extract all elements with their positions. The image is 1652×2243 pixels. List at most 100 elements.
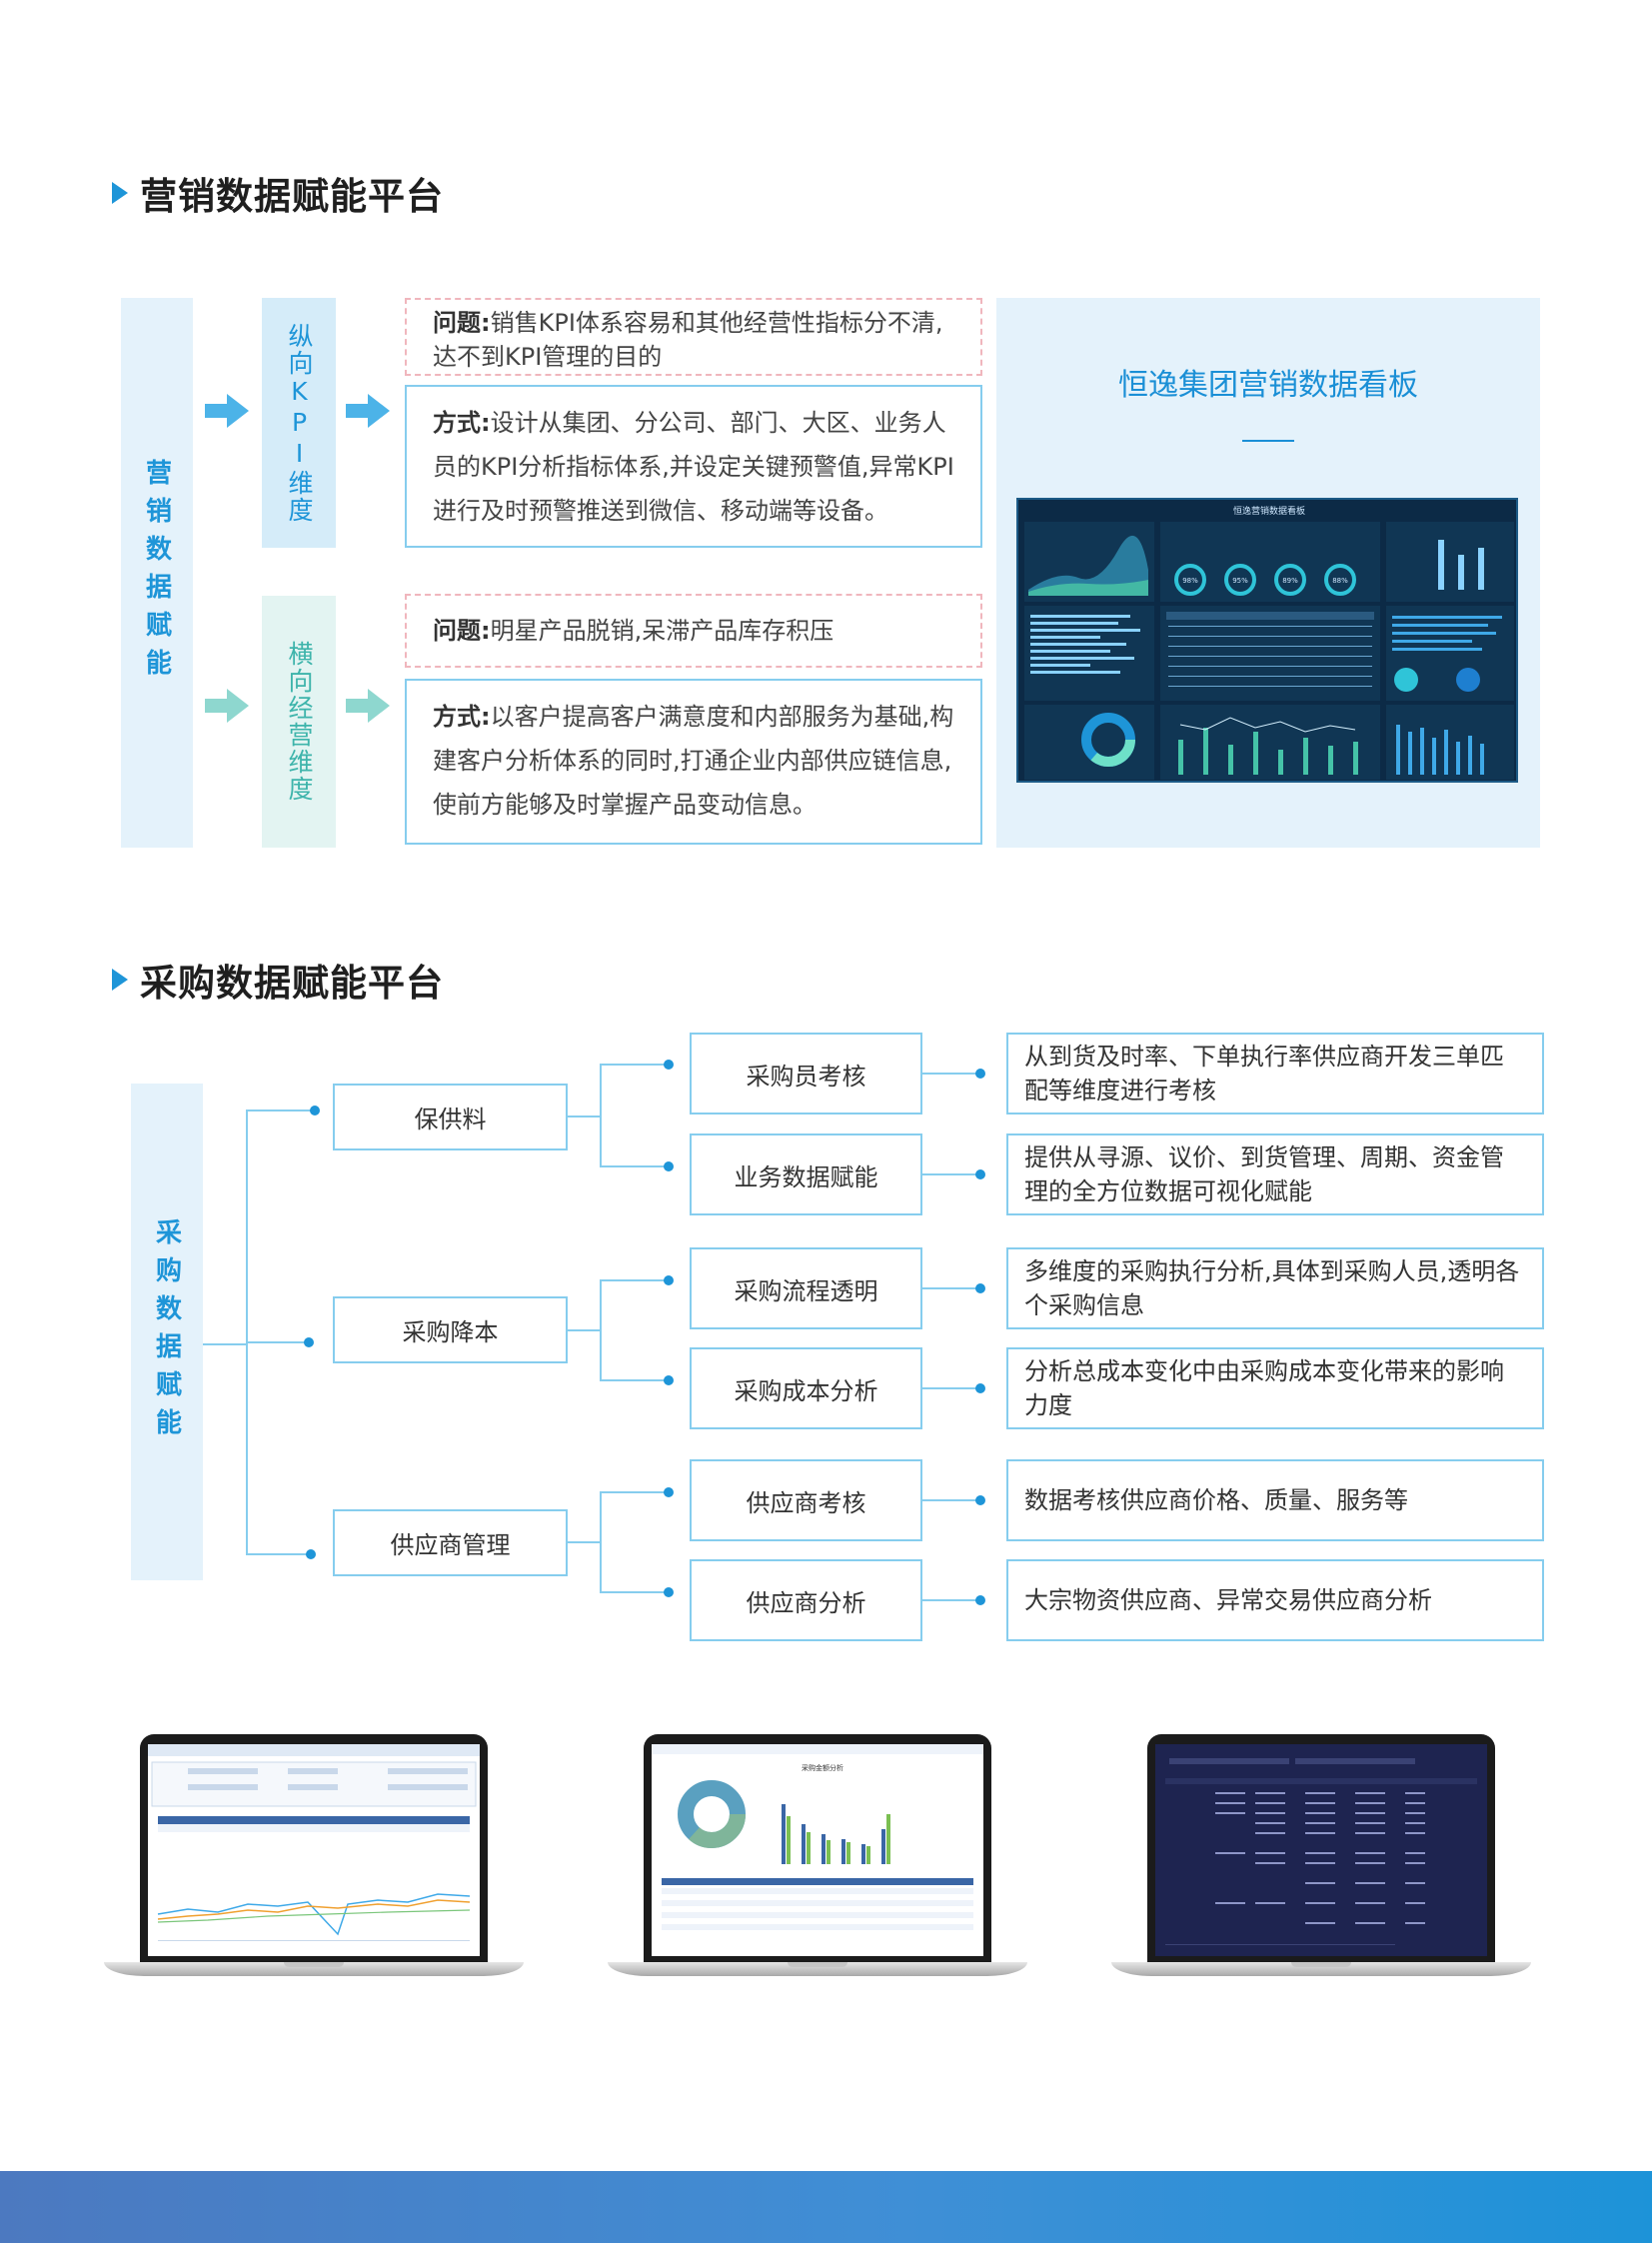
vertical-kpi-label: 纵向KPI维度 bbox=[262, 298, 336, 548]
connector-line bbox=[600, 1491, 602, 1593]
triangle-bullet-icon bbox=[112, 969, 128, 991]
connector-dot bbox=[664, 1275, 674, 1285]
item-label: 采购流程透明 bbox=[734, 1276, 878, 1305]
problem-label: 问题: bbox=[433, 617, 491, 645]
connector-line bbox=[922, 1287, 977, 1289]
group-label: 保供料 bbox=[414, 1106, 487, 1133]
group-baogongliao: 保供料 bbox=[333, 1084, 568, 1150]
group-supplier-management: 供应商管理 bbox=[333, 1509, 568, 1576]
dashboard-screenshot: 恒逸营销数据看板 98% 95% bbox=[1016, 498, 1518, 783]
desc-cost-analysis: 分析总成本变化中由采购成本变化带来的影响力度 bbox=[1006, 1347, 1544, 1429]
connector-dot bbox=[975, 1595, 985, 1605]
connector-line bbox=[600, 1491, 670, 1493]
horizontal-method-text: 以客户提高客户满意度和内部服务为基础,构建客户分析体系的同时,打通企业内部供应链… bbox=[433, 703, 954, 819]
procurement-section-title: 采购数据赋能平台 bbox=[112, 953, 444, 1007]
marketing-side-label: 营销数据赋能 bbox=[121, 298, 193, 848]
connector-line bbox=[922, 1387, 977, 1389]
connector-line bbox=[246, 1110, 248, 1554]
connector-dot bbox=[310, 1106, 320, 1116]
laptop-right bbox=[1111, 1734, 1531, 1984]
connector-dot bbox=[664, 1060, 674, 1070]
laptop-screen bbox=[148, 1744, 480, 1956]
horizontal-problem-box: 问题:明星产品脱销,呆滞产品库存积压 bbox=[405, 594, 982, 668]
desc-text: 大宗物资供应商、异常交易供应商分析 bbox=[1024, 1586, 1432, 1614]
arrow-right-icon bbox=[346, 394, 390, 428]
connector-dot bbox=[975, 1283, 985, 1293]
connector-dot bbox=[975, 1495, 985, 1505]
desc-text: 从到货及时率、下单执行率供应商开发三单匹配等维度进行考核 bbox=[1024, 1043, 1504, 1105]
desc-text: 数据考核供应商价格、质量、服务等 bbox=[1024, 1486, 1408, 1514]
item-business-data: 业务数据赋能 bbox=[690, 1133, 922, 1215]
item-label: 采购员考核 bbox=[746, 1062, 866, 1091]
procurement-side-label-text: 采购数据赋能 bbox=[151, 1217, 182, 1446]
laptop-screen bbox=[1155, 1744, 1487, 1956]
item-supplier-analysis: 供应商分析 bbox=[690, 1559, 922, 1641]
connector-line bbox=[600, 1165, 670, 1167]
connector-line bbox=[246, 1341, 310, 1343]
arrow-right-icon bbox=[205, 394, 249, 428]
laptop-left bbox=[104, 1734, 524, 1984]
connector-line bbox=[922, 1173, 977, 1175]
marketing-side-label-text: 营销数据赋能 bbox=[141, 459, 172, 687]
desc-business-data: 提供从寻源、议价、到货管理、周期、资金管理的全方位数据可视化赋能 bbox=[1006, 1133, 1544, 1215]
connector-line bbox=[600, 1591, 670, 1593]
connector-line bbox=[600, 1279, 602, 1381]
item-buyer-assessment: 采购员考核 bbox=[690, 1033, 922, 1115]
desc-process-transparency: 多维度的采购执行分析,具体到采购人员,透明各个采购信息 bbox=[1006, 1247, 1544, 1329]
footer-band bbox=[0, 2171, 1652, 2243]
item-label: 供应商考核 bbox=[746, 1488, 866, 1517]
connector-dot bbox=[664, 1161, 674, 1171]
svg-text:88%: 88% bbox=[1332, 577, 1348, 585]
vertical-problem-box: 问题:销售KPI体系容易和其他经营性指标分不清,达不到KPI管理的目的 bbox=[405, 298, 982, 376]
svg-text:98%: 98% bbox=[1182, 577, 1198, 585]
desc-buyer-assessment: 从到货及时率、下单执行率供应商开发三单匹配等维度进行考核 bbox=[1006, 1033, 1544, 1115]
arrow-right-icon bbox=[205, 689, 249, 723]
connector-dot bbox=[664, 1375, 674, 1385]
group-cost-reduction: 采购降本 bbox=[333, 1296, 568, 1363]
connector-line bbox=[246, 1110, 314, 1112]
method-label: 方式: bbox=[433, 703, 491, 731]
desc-text: 提供从寻源、议价、到货管理、周期、资金管理的全方位数据可视化赋能 bbox=[1024, 1143, 1504, 1205]
procurement-title-text: 采购数据赋能平台 bbox=[140, 962, 444, 1005]
dashboard-title: 恒逸集团营销数据看板 bbox=[1118, 368, 1418, 403]
triangle-bullet-icon bbox=[112, 182, 128, 204]
connector-dot bbox=[975, 1383, 985, 1393]
connector-dot bbox=[664, 1587, 674, 1597]
dashboard-panel: 恒逸集团营销数据看板 恒逸营销数据看板 bbox=[996, 298, 1540, 848]
vertical-method-text: 设计从集团、分公司、部门、大区、业务人员的KPI分析指标体系,并设定关键预警值,… bbox=[433, 409, 954, 525]
vertical-method-box: 方式:设计从集团、分公司、部门、大区、业务人员的KPI分析指标体系,并设定关键预… bbox=[405, 385, 982, 548]
item-label: 采购成本分析 bbox=[734, 1376, 878, 1405]
connector-line bbox=[922, 1073, 977, 1075]
connector-line bbox=[922, 1599, 977, 1601]
svg-text:采购金额分析: 采购金额分析 bbox=[802, 1763, 843, 1772]
svg-text:89%: 89% bbox=[1282, 577, 1298, 585]
group-label: 采购降本 bbox=[402, 1318, 499, 1346]
desc-text: 多维度的采购执行分析,具体到采购人员,透明各个采购信息 bbox=[1024, 1257, 1520, 1319]
connector-line bbox=[600, 1279, 670, 1281]
item-process-transparency: 采购流程透明 bbox=[690, 1247, 922, 1329]
connector-dot bbox=[664, 1487, 674, 1497]
connector-line bbox=[246, 1553, 312, 1555]
desc-supplier-assessment: 数据考核供应商价格、质量、服务等 bbox=[1006, 1459, 1544, 1541]
connector-dot bbox=[975, 1069, 985, 1079]
connector-line bbox=[600, 1064, 602, 1167]
connector-dot bbox=[304, 1337, 314, 1347]
horizontal-problem-text: 明星产品脱销,呆滞产品库存积压 bbox=[490, 617, 834, 645]
svg-text:95%: 95% bbox=[1232, 577, 1248, 585]
marketing-section-title: 营销数据赋能平台 bbox=[112, 166, 444, 220]
connector-line bbox=[600, 1379, 670, 1381]
item-supplier-assessment: 供应商考核 bbox=[690, 1459, 922, 1541]
desc-text: 分析总成本变化中由采购成本变化带来的影响力度 bbox=[1024, 1357, 1504, 1419]
connector-dot bbox=[975, 1169, 985, 1179]
connector-line bbox=[568, 1329, 600, 1331]
connector-line bbox=[568, 1541, 600, 1543]
vertical-kpi-label-text: 纵向KPI维度 bbox=[285, 322, 314, 524]
connector-dot bbox=[306, 1549, 316, 1559]
connector-line bbox=[568, 1116, 600, 1118]
horizontal-business-label: 横向经营维度 bbox=[262, 596, 336, 848]
laptop-middle: 采购金额分析 bbox=[608, 1734, 1027, 1984]
group-label: 供应商管理 bbox=[390, 1531, 511, 1559]
item-label: 供应商分析 bbox=[746, 1588, 866, 1617]
laptop-screen: 采购金额分析 bbox=[652, 1744, 983, 1956]
svg-text:恒逸营销数据看板: 恒逸营销数据看板 bbox=[1233, 505, 1305, 517]
